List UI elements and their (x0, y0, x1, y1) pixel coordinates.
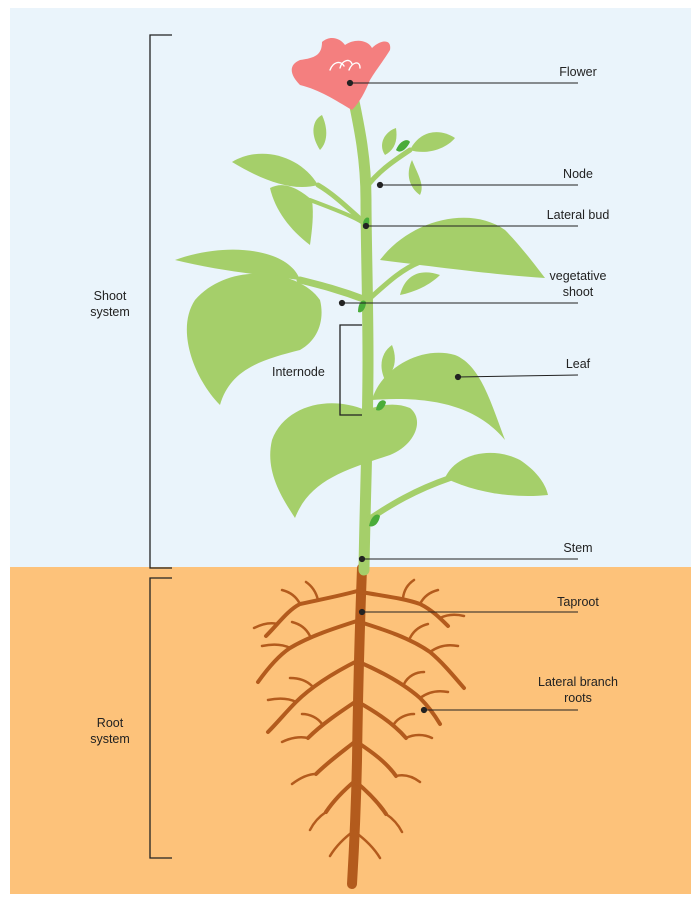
label-lateral-bud: Lateral bud (532, 207, 624, 223)
label-taproot: Taproot (540, 594, 616, 610)
label-root-system: Root system (80, 715, 140, 747)
label-shoot-system: Shoot system (80, 288, 140, 320)
label-leaf: Leaf (548, 356, 608, 372)
label-flower: Flower (548, 64, 608, 80)
label-lateral-branch-roots: Lateral branch roots (524, 674, 632, 706)
label-node: Node (548, 166, 608, 182)
label-vegetative-shoot: vegetative shoot (532, 268, 624, 300)
label-internode: Internode (272, 364, 342, 380)
label-stem: Stem (548, 540, 608, 556)
